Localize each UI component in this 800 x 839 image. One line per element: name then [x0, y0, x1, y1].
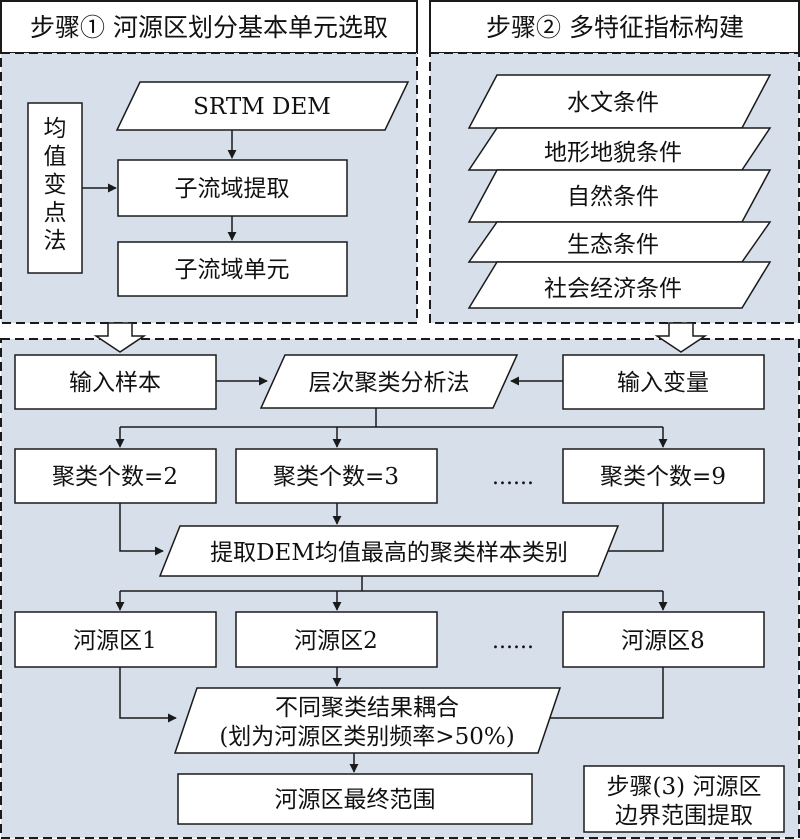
method-char-1: 均 [44, 116, 67, 142]
step3-title-line1: 步骤(3) 河源区 [607, 774, 762, 800]
input-samples-label: 输入样本 [69, 370, 161, 396]
cluster-k3-label: 聚类个数=3 [273, 464, 399, 490]
region-8-box [562, 611, 765, 668]
connector-k2-to-select [119, 503, 164, 556]
subwatershed-extract-box [117, 159, 348, 217]
method-char-5: 法 [44, 228, 67, 254]
cluster-k9-label: 聚类个数=9 [600, 464, 726, 490]
hca-label: 层次聚类分析法 [309, 370, 470, 396]
cluster-k2-label: 聚类个数=2 [52, 464, 178, 490]
step2-title-box [429, 0, 800, 54]
input-samples-box [14, 354, 217, 410]
step3-title-box [583, 765, 785, 833]
region-1-box [14, 611, 217, 668]
method-char-4: 点 [44, 200, 67, 226]
region-ellipsis: ...... [492, 629, 534, 654]
layer-terrain-label: 地形地貌条件 [544, 140, 682, 166]
connector-r8-to-couple [539, 667, 664, 723]
connector-k9-to-select [597, 503, 664, 556]
cluster-k2-box [14, 448, 217, 504]
input-variables-box [562, 354, 765, 410]
subwatershed-unit-label: 子流域单元 [175, 257, 290, 283]
step3-panel [0, 338, 800, 839]
srtm-dem-shape [115, 81, 410, 131]
select-highest-dem-shape [158, 525, 620, 577]
layer-socioeconomic-shape [467, 261, 772, 309]
hca-shape [259, 354, 519, 409]
couple-results-line1: 不同聚类结果耦合 [275, 695, 459, 721]
final-range-label: 河源区最终范围 [275, 787, 436, 813]
subwatershed-extract-label: 子流域提取 [175, 176, 290, 202]
final-range-box [177, 773, 533, 825]
layer-hydrology-label: 水文条件 [567, 90, 659, 116]
region-2-label: 河源区2 [294, 628, 378, 654]
input-variables-label: 输入变量 [617, 370, 709, 396]
block-arrow-step1-down [93, 322, 147, 353]
method-char-2: 值 [44, 144, 67, 170]
cluster-ellipsis: ...... [492, 465, 534, 490]
couple-results-line2: (划为河源区类别频率>50%) [219, 724, 514, 750]
step1-title-box [0, 0, 418, 54]
layer-nature-label: 自然条件 [567, 184, 659, 210]
region-8-label: 河源区8 [621, 628, 705, 654]
srtm-dem-label: SRTM DEM [193, 94, 331, 120]
select-highest-dem-label: 提取DEM均值最高的聚类样本类别 [210, 540, 568, 566]
block-arrow-step2-down [654, 322, 708, 353]
subwatershed-unit-box [117, 241, 348, 297]
step1-title: 步骤① 河源区划分基本单元选取 [30, 13, 388, 42]
cluster-k3-box [235, 448, 438, 504]
couple-results-shape [173, 687, 562, 754]
connector-r1-to-couple [119, 667, 177, 723]
method-box [27, 102, 83, 274]
step3-title-line2: 边界范围提取 [615, 803, 753, 829]
step2-title: 步骤② 多特征指标构建 [486, 13, 744, 42]
region-1-label: 河源区1 [73, 628, 157, 654]
layer-ecology-label: 生态条件 [567, 232, 659, 258]
layer-socioeconomic-label: 社会经济条件 [544, 276, 682, 302]
method-char-3: 变 [44, 172, 67, 198]
